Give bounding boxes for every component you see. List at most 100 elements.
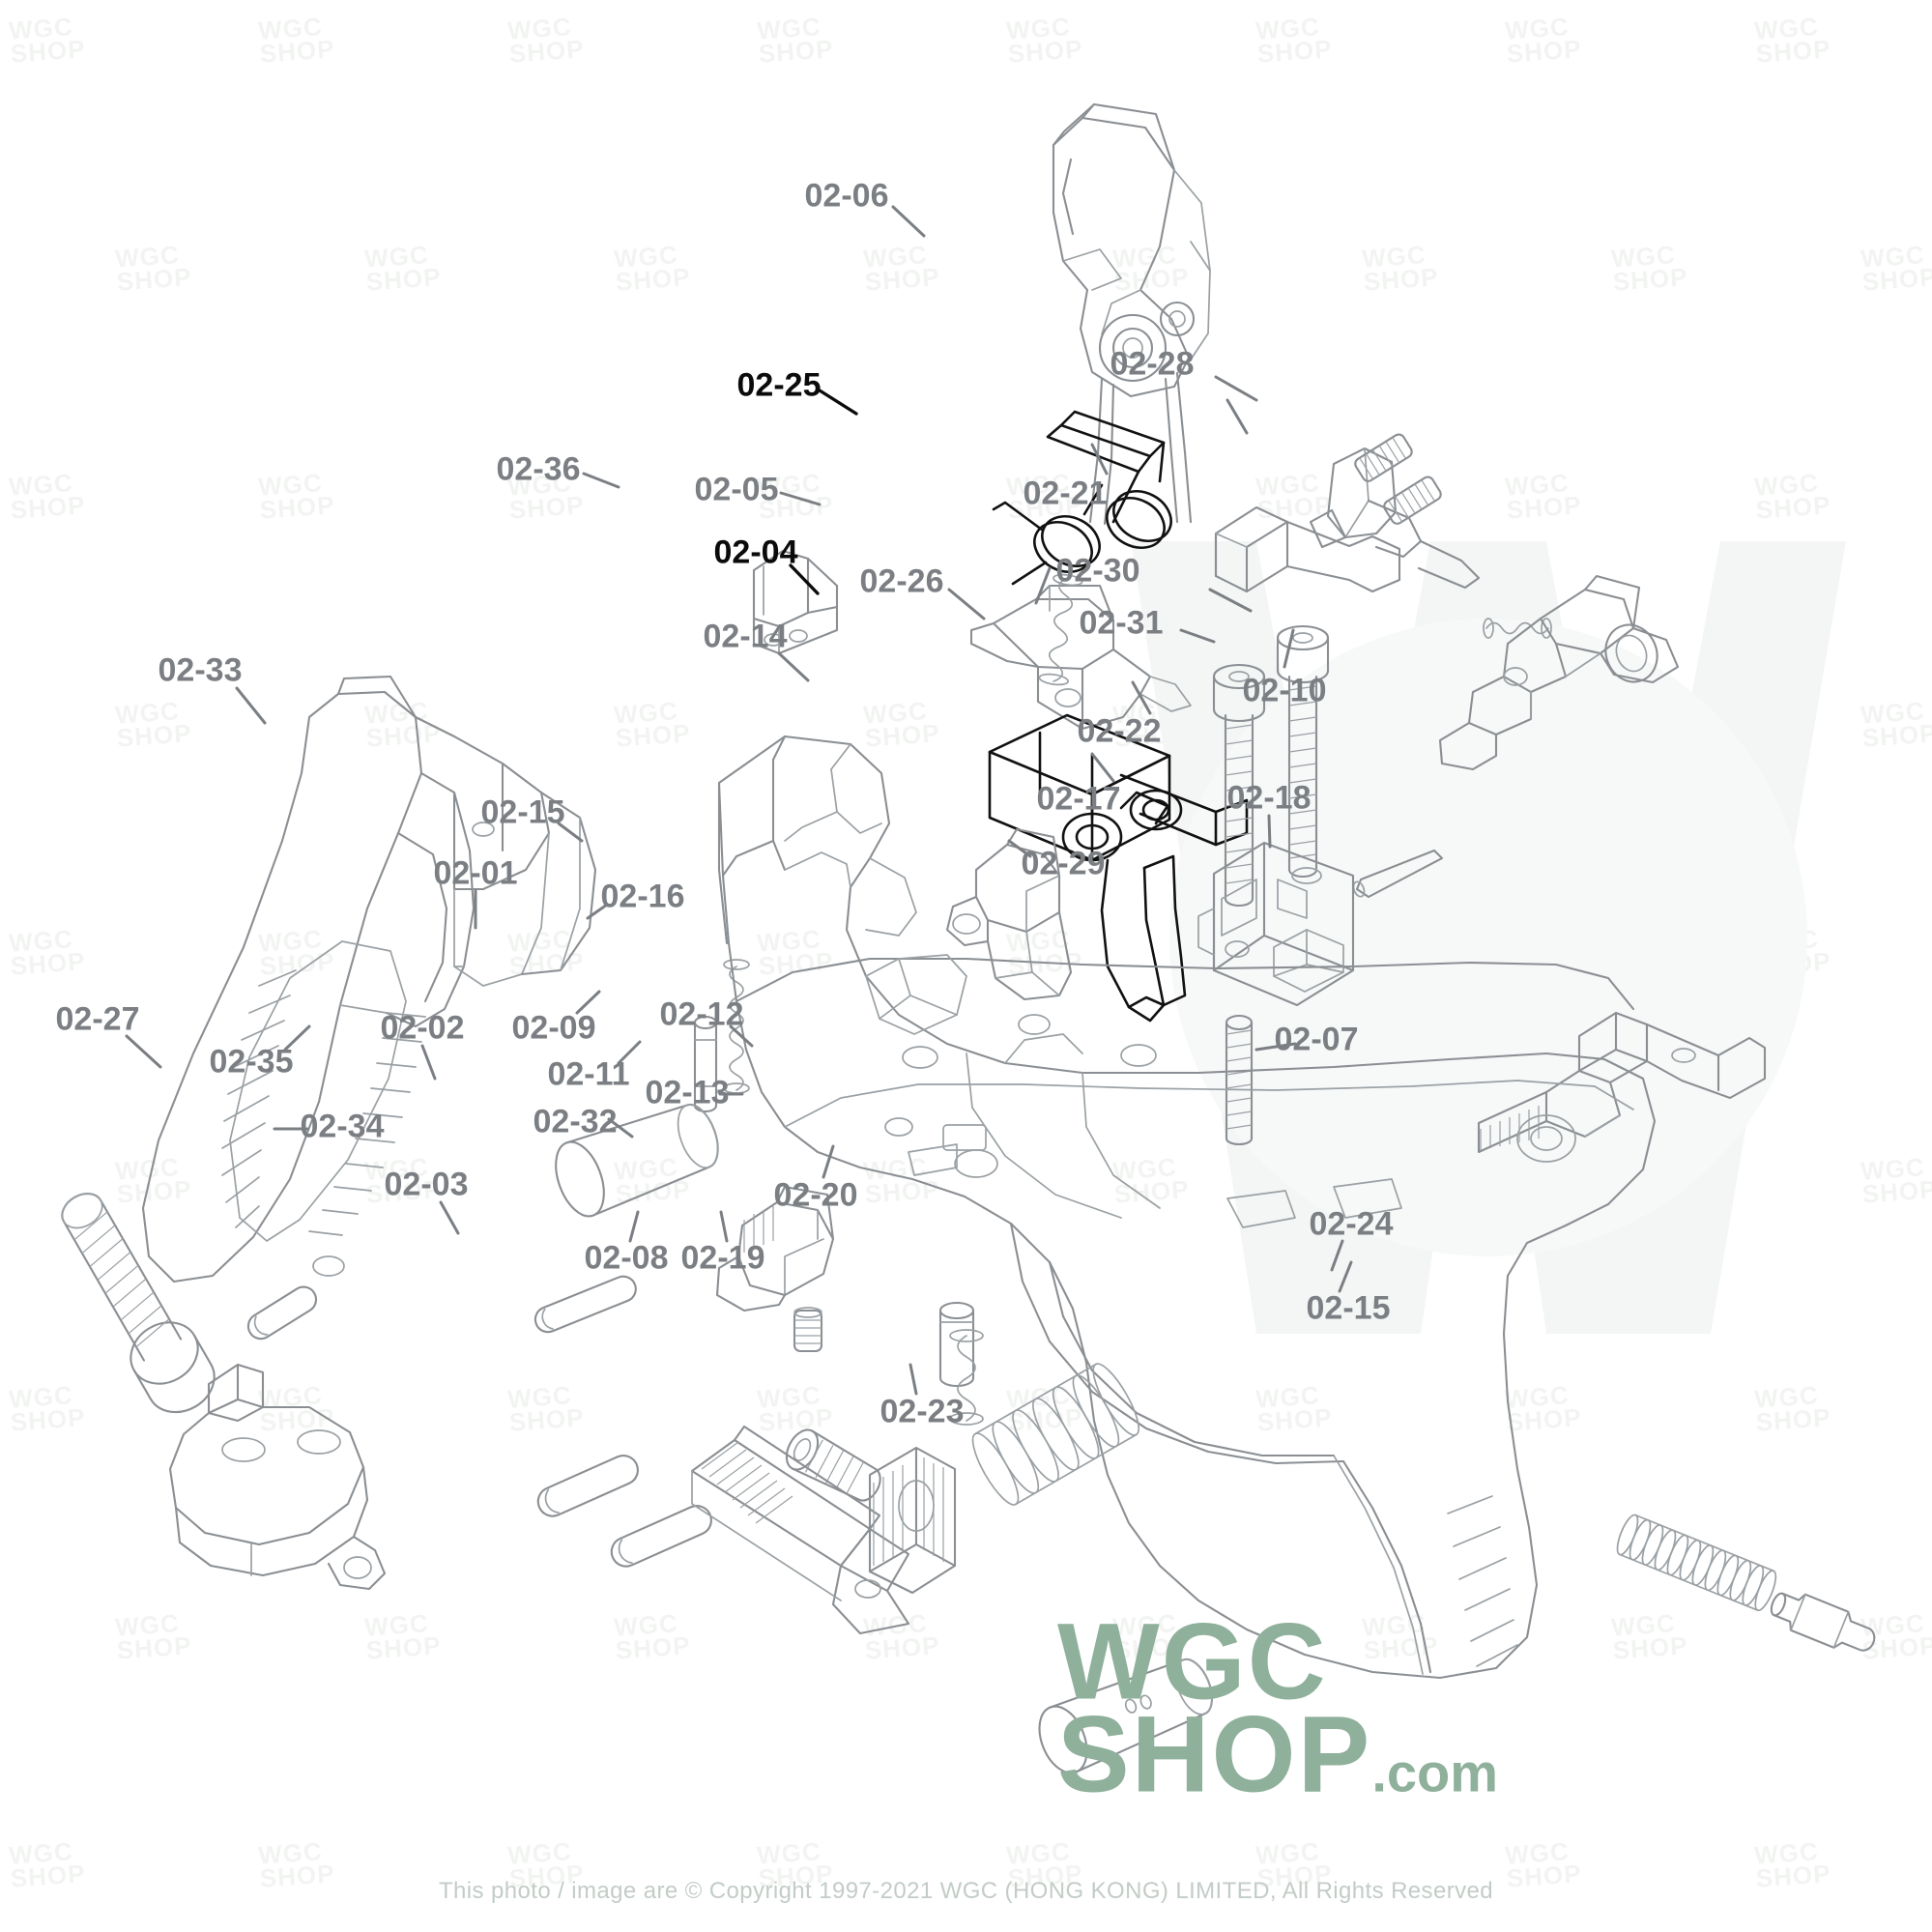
part-label-02-21: 02-21 — [1023, 475, 1108, 512]
watermark-tile: WGC SHOP — [257, 924, 336, 981]
part-02-21-selector — [1214, 447, 1481, 593]
part-02-30-screws — [1212, 624, 1330, 908]
watermark-tile: WGC SHOP — [8, 12, 87, 69]
part-label-02-15: 02-15 — [1306, 1289, 1391, 1327]
part-02-32-screw — [785, 1428, 881, 1502]
part-label-02-02: 02-02 — [380, 1009, 465, 1047]
watermark-tile: WGC SHOP — [1111, 240, 1191, 297]
watermark-tile: WGC SHOP — [1610, 1608, 1689, 1665]
watermark-tile: WGC SHOP — [1361, 1608, 1440, 1665]
watermark-tile: WGC SHOP — [1504, 1380, 1583, 1437]
part-label-02-15: 02-15 — [480, 793, 565, 831]
part-02-26-spring — [1038, 573, 1083, 686]
watermark-tile: WGC SHOP — [114, 240, 193, 297]
logo-line-1: WGC — [1056, 1600, 1328, 1722]
part-label-02-26: 02-26 — [859, 562, 944, 600]
watermark-tile: WGC SHOP — [506, 12, 586, 69]
watermark-tile: WGC SHOP — [506, 924, 586, 981]
part-02-33-grip — [141, 675, 597, 1283]
watermark-tile: WGC SHOP — [613, 696, 692, 753]
part-02-11-setscrew — [793, 1307, 823, 1353]
watermark-tile: WGC SHOP — [1254, 924, 1334, 981]
part-label-02-12: 02-12 — [659, 995, 744, 1033]
watermark-tile: WGC SHOP — [1111, 1608, 1191, 1665]
part-02-03-pins — [536, 1455, 712, 1568]
part-label-02-01: 02-01 — [433, 854, 518, 892]
watermark-tile: WGC SHOP — [1753, 1836, 1832, 1893]
part-label-02-31: 02-31 — [1079, 604, 1164, 642]
part-label-02-11: 02-11 — [547, 1055, 630, 1093]
part-label-02-13: 02-13 — [645, 1074, 730, 1111]
watermark-tile: WGC SHOP — [1361, 696, 1440, 753]
watermark-tile: WGC SHOP — [1254, 1380, 1334, 1437]
watermark-tile: WGC SHOP — [862, 696, 941, 753]
part-label-02-05: 02-05 — [694, 471, 779, 508]
part-02-08-mag-catch-bar — [690, 1425, 910, 1635]
part-label-02-03: 02-03 — [384, 1166, 469, 1203]
part-02-20-spring — [971, 1363, 1139, 1506]
part-label-02-18: 02-18 — [1226, 779, 1312, 817]
wgcshop-logo: WGC SHOP .com — [1056, 1600, 1499, 1808]
part-label-02-28: 02-28 — [1110, 345, 1195, 383]
watermark-tile: WGC SHOP — [1753, 468, 1832, 525]
part-02-22-pin — [1352, 849, 1444, 899]
watermark-tile: WGC SHOP — [1005, 1380, 1084, 1437]
watermark-tile: WGC SHOP — [613, 1608, 692, 1665]
part-label-02-10: 02-10 — [1242, 672, 1327, 709]
watermark-tile: WGC SHOP — [1753, 924, 1832, 981]
watermark-tile: WGC SHOP — [1610, 1152, 1689, 1209]
part-02-17-housing — [1197, 841, 1355, 1007]
part-label-02-16: 02-16 — [600, 878, 685, 915]
part-02-15-plunger-right — [1770, 1592, 1876, 1652]
watermark-tile: WGC SHOP — [1610, 240, 1689, 297]
watermark-tile: WGC SHOP — [862, 1608, 941, 1665]
part-label-02-20: 02-20 — [773, 1176, 858, 1214]
part-02-02-pin — [533, 1275, 637, 1334]
watermark-tile: WGC SHOP — [1753, 12, 1832, 69]
part-02-18-bolt-catch — [1477, 1011, 1767, 1154]
watermark-tile: WGC SHOP — [257, 468, 336, 525]
watermark-tile: WGC SHOP — [1504, 468, 1583, 525]
watermark-tile: WGC SHOP — [1860, 1608, 1932, 1665]
part-02-31-spring — [1483, 618, 1552, 639]
part-label-02-17: 02-17 — [1036, 780, 1121, 818]
watermark-tile: WGC SHOP — [1361, 1152, 1440, 1209]
watermark-tile: WGC SHOP — [363, 696, 443, 753]
watermark-tile: WGC SHOP — [1005, 12, 1084, 69]
watermark-tile: WGC SHOP — [257, 1380, 336, 1437]
part-02-24-spring — [1616, 1514, 1777, 1612]
watermark-tile: WGC SHOP — [1504, 12, 1583, 69]
watermark-tile: WGC SHOP — [613, 1152, 692, 1209]
watermark-tile: WGC SHOP — [862, 240, 941, 297]
watermark-tile: WGC SHOP — [756, 924, 835, 981]
watermark-tile: WGC SHOP — [506, 1380, 586, 1437]
part-02-29-screw — [1225, 1014, 1254, 1146]
part-label-02-35: 02-35 — [209, 1043, 294, 1081]
watermark-tile: WGC SHOP — [1860, 1152, 1932, 1209]
watermark-tile: WGC SHOP — [257, 1836, 336, 1893]
part-label-02-09: 02-09 — [511, 1009, 596, 1047]
part-label-02-07: 02-07 — [1274, 1021, 1359, 1058]
logo-tld-text: .com — [1371, 1743, 1499, 1803]
watermark-tile: WGC SHOP — [1504, 1836, 1583, 1893]
part-02-19-block — [868, 1446, 957, 1595]
watermark-tile: WGC SHOP — [8, 924, 87, 981]
part-label-02-33: 02-33 — [158, 651, 243, 689]
part-label-02-30: 02-30 — [1055, 552, 1140, 590]
part-label-02-34: 02-34 — [300, 1108, 385, 1145]
watermark-tile: WGC SHOP — [8, 1380, 87, 1437]
part-02-34-endcap — [168, 1363, 387, 1591]
part-label-02-36: 02-36 — [496, 450, 581, 488]
copyright-notice: This photo / image are © Copyright 1997-… — [439, 1878, 1493, 1904]
part-02-23-takedown-pin — [1038, 1658, 1214, 1774]
watermark-tile: WGC SHOP — [114, 696, 193, 753]
watermark-tile: WGC SHOP — [1111, 1152, 1191, 1209]
watermark-tile: WGC SHOP — [1361, 240, 1440, 297]
watermark-tile: WGC SHOP — [862, 1152, 941, 1209]
watermark-tile: WGC SHOP — [1254, 468, 1334, 525]
lower-receiver-body — [717, 735, 1657, 1680]
